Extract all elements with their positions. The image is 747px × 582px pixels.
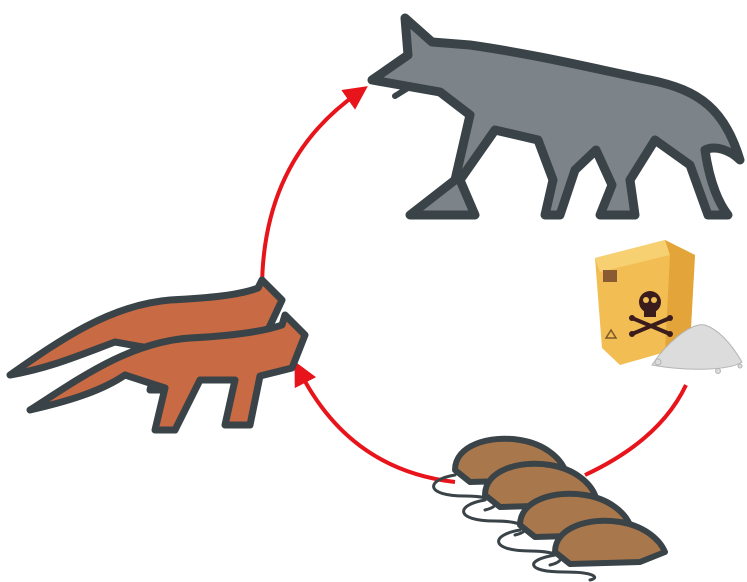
arrow-poison-to-rats [585, 385, 686, 475]
poison-box-icon [595, 240, 742, 374]
rats-icon [434, 439, 665, 580]
arrow-rats-to-foxes [300, 372, 455, 482]
wolf-icon [372, 18, 740, 215]
arrow-foxes-to-wolf [262, 93, 358, 290]
foxes-icon [10, 280, 305, 430]
